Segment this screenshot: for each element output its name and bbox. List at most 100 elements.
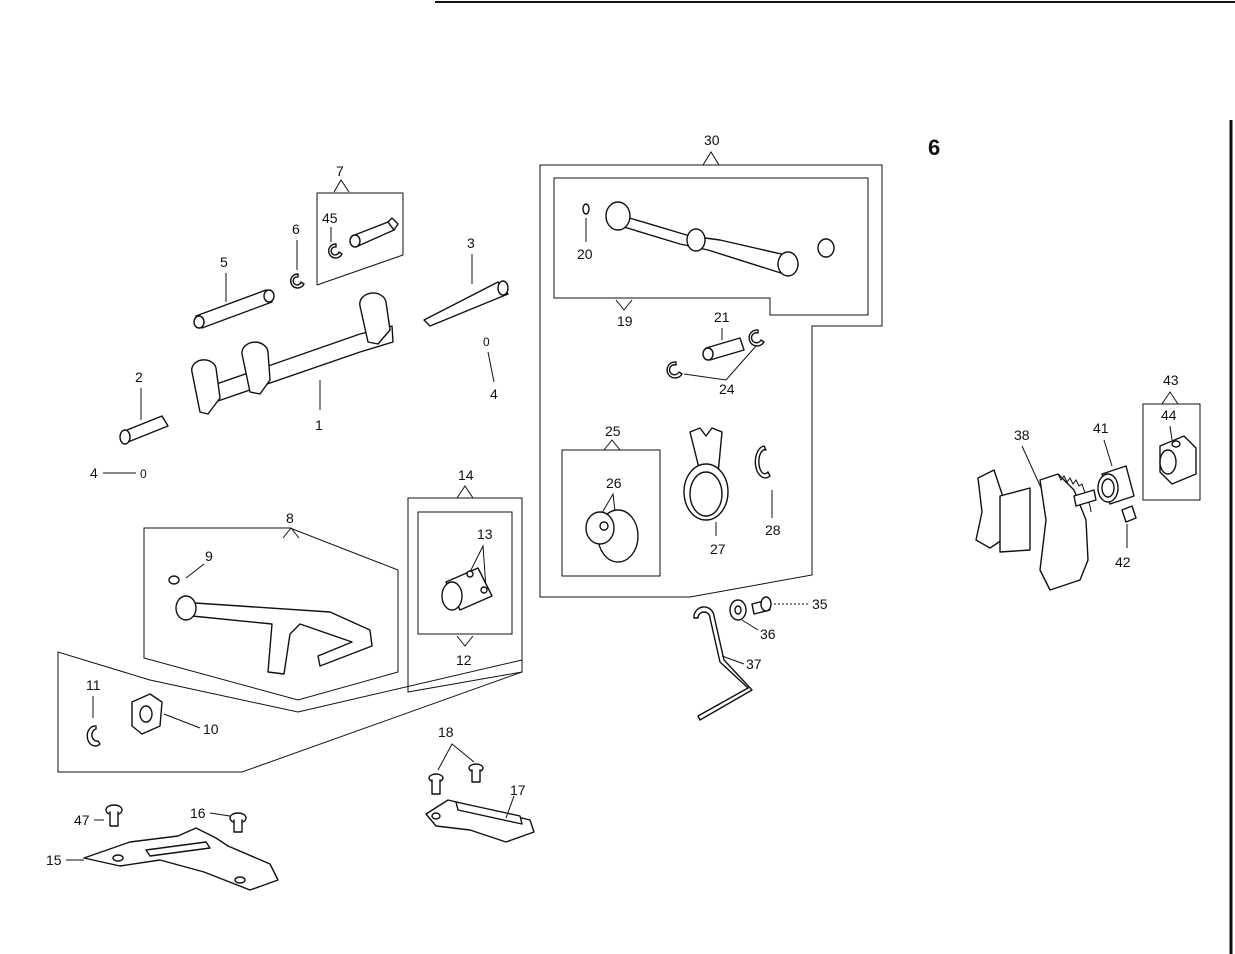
set-screw-42 (1121, 505, 1137, 523)
retaining-ring-24-right (748, 329, 765, 347)
callout-5: 5 (220, 254, 228, 270)
callout-44-leader (1169, 425, 1173, 441)
screw-18-right (468, 763, 484, 783)
bushing-41 (1097, 465, 1135, 505)
callout-7-leader (333, 179, 350, 193)
group-12-frame (417, 511, 513, 635)
callout-19-leader (615, 299, 633, 311)
callout-4-upper-mark: 0 (483, 335, 490, 349)
callout-10-leader (163, 713, 201, 729)
bracket-arm-1 (191, 292, 394, 415)
collar-44 (1159, 435, 1197, 485)
group-19-frame (553, 177, 869, 316)
callout-36-leader (741, 619, 759, 631)
pin-9 (168, 575, 180, 585)
callout-12: 12 (456, 652, 472, 668)
callout-24: 24 (719, 381, 735, 397)
callout-28: 28 (765, 522, 781, 538)
callout-27: 27 (710, 541, 726, 557)
eccentric-ring-27 (683, 427, 729, 521)
callout-8: 8 (286, 510, 294, 526)
slide-block-10 (131, 693, 163, 735)
screw-47 (105, 804, 123, 827)
callout-4-upper-leader (487, 351, 495, 383)
callout-30-leader (702, 151, 720, 166)
cam-collar-13 (441, 567, 493, 611)
callout-18: 18 (438, 724, 454, 740)
callout-43: 43 (1163, 372, 1179, 388)
callout-17-leader (505, 795, 515, 819)
callout-36: 36 (760, 626, 776, 642)
gear-segment-38 (975, 469, 1097, 591)
callout-30: 30 (704, 132, 720, 148)
callout-26: 26 (606, 475, 622, 491)
callout-16-leader (209, 812, 231, 817)
callout-38: 38 (1014, 427, 1030, 443)
retaining-ring-45 (328, 243, 343, 259)
callout-13-leader (469, 544, 487, 589)
callout-38-leader (1021, 445, 1043, 491)
callout-25: 25 (605, 423, 621, 439)
pin-20 (582, 203, 590, 215)
callout-19: 19 (617, 313, 633, 329)
needle-plate-15 (83, 827, 279, 891)
callout-4-upper: 4 (490, 386, 498, 402)
tapered-pin-2 (119, 415, 169, 445)
wire-lever-37 (693, 606, 753, 721)
callout-47: 47 (74, 812, 90, 828)
retaining-ring-6 (290, 273, 305, 289)
callout-44: 44 (1161, 407, 1177, 423)
screw-18-left (428, 773, 444, 795)
callout-9-leader (185, 563, 205, 579)
callout-8-leader (282, 527, 300, 539)
feed-dog-17 (425, 799, 535, 843)
retaining-ring-24-left (666, 361, 683, 379)
group-43-frame (1142, 403, 1201, 501)
callout-14-leader (456, 485, 474, 499)
callout-25-leader (603, 439, 621, 451)
callout-21: 21 (714, 309, 730, 325)
callout-42: 42 (1115, 554, 1131, 570)
screw-35 (751, 596, 772, 615)
retaining-ring-28 (754, 445, 771, 479)
callout-45: 45 (322, 210, 338, 226)
callout-37: 37 (746, 656, 762, 672)
callout-2: 2 (135, 369, 143, 385)
screw-16 (229, 812, 247, 833)
group-25-frame (561, 449, 661, 577)
callout-14: 14 (458, 467, 474, 483)
page-number: 6 (928, 135, 940, 160)
callout-4-lower: 4 (90, 465, 98, 481)
callout-3: 3 (467, 235, 475, 251)
callout-20: 20 (577, 246, 593, 262)
group-10-11-frame (57, 651, 523, 773)
callout-35: 35 (812, 596, 828, 612)
callout-9: 9 (205, 548, 213, 564)
group-7-frame (316, 192, 404, 286)
callout-7: 7 (336, 163, 344, 179)
washer-36 (729, 599, 747, 621)
callout-12-leader (456, 635, 474, 647)
retaining-ring-11 (86, 725, 101, 747)
callout-37-leader (721, 655, 745, 665)
tapered-pin-3 (423, 280, 509, 327)
callout-41: 41 (1093, 420, 1109, 436)
group-30-frame (539, 164, 883, 598)
callout-43-leader (1161, 391, 1179, 405)
callout-16: 16 (190, 805, 206, 821)
eccentric-cam-26 (585, 509, 639, 563)
callout-24-leader (683, 345, 757, 381)
callout-41-leader (1103, 439, 1113, 467)
lever-8 (175, 595, 373, 675)
pin-21 (702, 337, 745, 361)
callout-4-lower-mark: 0 (140, 467, 147, 481)
connecting-rod-19 (605, 201, 835, 277)
callout-1: 1 (315, 417, 323, 433)
group-8-frame (143, 527, 399, 701)
callout-13: 13 (477, 526, 493, 542)
shaft-pin-45 (349, 217, 399, 248)
callout-11: 11 (86, 677, 101, 693)
callout-6: 6 (292, 221, 300, 237)
shaft-5 (193, 289, 275, 329)
